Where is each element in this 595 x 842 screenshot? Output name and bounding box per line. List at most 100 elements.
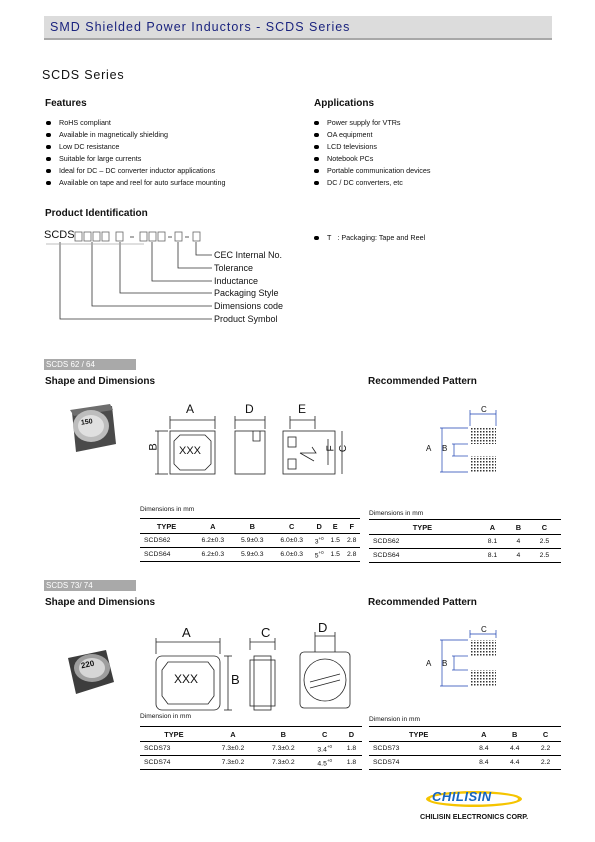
cell: 1.8 (340, 755, 362, 770)
label-C: C (261, 625, 271, 640)
applications-heading: Applications (314, 98, 375, 109)
col-header: TYPE (140, 726, 208, 742)
cell: 1.8 (340, 741, 362, 756)
product-code: SCDS (44, 229, 75, 241)
list-item: Available on tape and reel for auto surf… (45, 177, 295, 189)
cell: 6.0±0.3 (271, 533, 312, 548)
section-band-scds62: SCDS 62 / 64 (44, 359, 136, 370)
logo-swoosh (426, 791, 522, 807)
cell: SCDS64 (140, 547, 194, 562)
list-item: Low DC resistance (45, 141, 295, 153)
col-header: C (527, 519, 561, 535)
list-item: Available in magnetically shielding (45, 129, 295, 141)
col-header: B (258, 726, 309, 742)
list-item: DC / DC converters, etc (313, 177, 563, 189)
label-packaging-style: Packaging Style (214, 288, 279, 298)
dimension-drawing-62: A B XXX D E F C (147, 401, 360, 481)
cell: 5.9±0.3 (232, 547, 272, 562)
col-header: D (311, 518, 327, 534)
col-header: E (326, 518, 344, 534)
col-header: B (499, 726, 531, 742)
pat-caption-2: Dimension in mm (369, 716, 420, 723)
pattern-label-B: B (442, 444, 448, 453)
pattern-label-B: B (442, 659, 448, 668)
dim-caption-2: Dimension in mm (140, 713, 191, 720)
table-row: SCDS64 6.2±0.3 5.9±0.3 6.0±0.3 5+0 1.5 2… (140, 547, 360, 562)
pat-caption-1: Dimensions in mm (369, 510, 424, 517)
list-item: Suitable for large currents (45, 153, 295, 165)
cell: SCDS74 (369, 755, 469, 770)
dimension-drawing-lines (155, 416, 343, 475)
cell: 3.4+0 (308, 741, 341, 756)
cell: 2.2 (530, 755, 561, 770)
cell: 5.9±0.3 (232, 533, 272, 548)
cell: SCDS73 (140, 741, 208, 756)
label-C: C (338, 444, 350, 453)
features-heading: Features (45, 98, 87, 109)
company-logo: CHILISIN CHILISIN ELECTRONICS CORP. (420, 786, 550, 826)
series-title: SCDS Series (42, 68, 125, 82)
col-header: B (509, 519, 528, 535)
table-row: SCDS64 8.1 4 2.5 (369, 548, 561, 563)
cell: 2.5 (527, 534, 561, 549)
label-tolerance: Tolerance (214, 263, 254, 273)
cell: 8.1 (475, 548, 510, 563)
list-item: Notebook PCs (313, 153, 563, 165)
col-header: C (308, 726, 341, 742)
cell: 8.4 (468, 741, 500, 756)
drawing-marking: XXX (179, 445, 202, 457)
packaging-letter: T (327, 233, 332, 242)
cell: 7.3±0.2 (258, 741, 309, 756)
cell: 4.4 (499, 755, 531, 770)
cell-sup: +0 (318, 549, 324, 555)
section-band-scds73: SCDS 73/ 74 (44, 580, 136, 591)
pattern-label-C: C (481, 405, 487, 414)
label-cec-internal: CEC Internal No. (214, 250, 283, 260)
cell: SCDS62 (369, 534, 476, 549)
label-F: F (325, 445, 337, 452)
recommended-pattern-62: C A B (420, 404, 500, 474)
col-header: F (343, 518, 360, 534)
cell: 6.2±0.3 (193, 547, 233, 562)
cell-value: 4.5 (317, 760, 327, 768)
cell: SCDS73 (369, 741, 469, 756)
cell: 8.4 (468, 755, 500, 770)
cell: SCDS62 (140, 533, 194, 548)
table-row: SCDS74 7.3±0.2 7.3±0.2 4.5+0 1.8 (140, 755, 362, 770)
cell: 2.8 (343, 533, 360, 548)
dimension-drawing-73: A B XXX C D (150, 620, 360, 715)
cell: 1.5 (326, 547, 344, 562)
logo-wordmark: CHILISIN (432, 789, 492, 804)
cell: 5+0 (311, 547, 327, 562)
pattern-table-73: TYPE A B C SCDS73 8.4 4.4 2.2 SCDS74 8.4… (369, 726, 561, 770)
dimensions-table-62: TYPE A B C D E F SCDS62 6.2±0.3 5.9±0.3 … (140, 518, 360, 562)
packaging-note: T: Packaging: Tape and Reel (313, 232, 553, 244)
company-name: CHILISIN ELECTRONICS CORP. (420, 812, 529, 821)
col-header: A (468, 726, 500, 742)
col-header: TYPE (369, 726, 469, 742)
label-B: B (147, 443, 160, 451)
shape-heading-2: Shape and Dimensions (45, 597, 156, 608)
col-header: TYPE (140, 518, 194, 534)
table-header-row: TYPE A B C (369, 519, 561, 535)
label-product-symbol: Product Symbol (214, 314, 278, 324)
cell: 8.1 (475, 534, 510, 549)
cell: 4 (509, 534, 528, 549)
header-bar: SMD Shielded Power Inductors - SCDS Seri… (44, 16, 552, 40)
pattern-table-62: TYPE A B C SCDS62 8.1 4 2.5 SCDS64 8.1 4… (369, 519, 561, 563)
inductor-photo-73: 220 (64, 648, 116, 696)
cell-value: 3.4 (317, 746, 327, 754)
table-header-row: TYPE A B C D (140, 726, 362, 742)
list-item: Portable communication devices (313, 165, 563, 177)
pattern-graphic (440, 630, 497, 687)
label-D: D (245, 402, 254, 416)
cell: 6.2±0.3 (193, 533, 233, 548)
table-header-row: TYPE A B C D E F (140, 518, 360, 534)
list-item: Ideal for DC – DC converter inductor app… (45, 165, 295, 177)
pattern-label-C: C (481, 625, 487, 634)
table-header-row: TYPE A B C (369, 726, 561, 742)
col-header: C (271, 518, 312, 534)
table-row: SCDS74 8.4 4.4 2.2 (369, 755, 561, 770)
cell: SCDS74 (140, 755, 208, 770)
cell: 4.5+0 (308, 755, 341, 770)
